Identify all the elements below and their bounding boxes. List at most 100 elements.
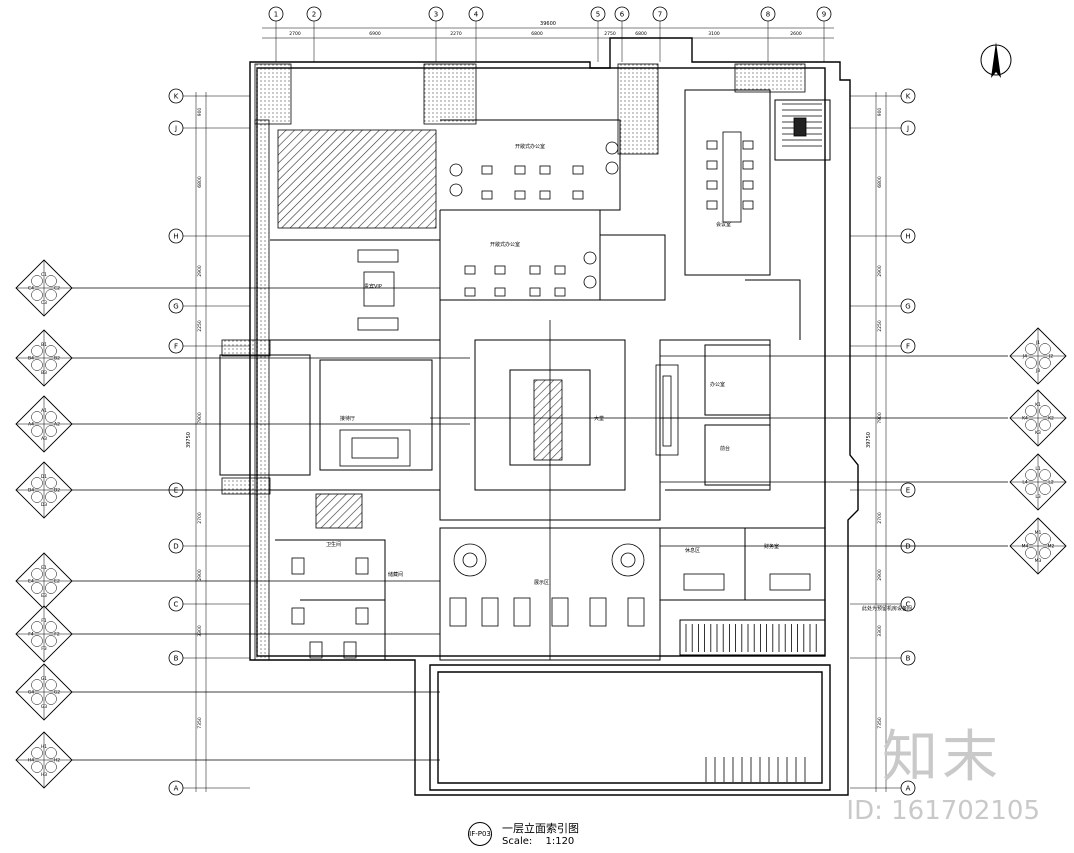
grid-label-top: 1 <box>274 11 278 19</box>
grid-label-side: C <box>906 601 911 609</box>
dim-top: 6800 <box>635 31 647 37</box>
index-tag-label: M2 <box>1048 544 1055 550</box>
index-tag-label: C1 <box>41 272 47 278</box>
grid-label-top: 8 <box>766 11 770 19</box>
grid-label-side: E <box>174 487 178 495</box>
grid-label-side: D <box>173 543 178 551</box>
index-tag-label: K2 <box>1048 416 1054 422</box>
grid-label-side: J <box>174 125 177 133</box>
index-tag-label: H3 <box>41 772 47 778</box>
index-tag-label: F1 <box>41 618 47 624</box>
index-tag-label: M1 <box>1035 530 1042 536</box>
dim-side: 2250 <box>877 320 883 332</box>
index-tag-label: G4 <box>28 690 34 696</box>
index-tag-label: C3 <box>41 300 47 306</box>
index-tag-label: L1 <box>1035 466 1041 472</box>
index-tag-label: B2 <box>54 356 60 362</box>
index-tag-label: H2 <box>54 758 60 764</box>
grid-label-side: B <box>174 655 179 663</box>
north-arrow-icon <box>980 42 1012 78</box>
grid-label-top: 4 <box>474 11 479 19</box>
grid-label-top: 5 <box>596 11 600 19</box>
room-label-lounge: 休息区 <box>685 547 700 554</box>
index-tag-label: B4 <box>28 356 34 362</box>
hatched-zones <box>277 129 563 529</box>
index-tag-label: A4 <box>28 422 34 428</box>
index-tag-label: J4 <box>1022 354 1027 360</box>
index-tag-label: D4 <box>28 488 34 494</box>
dim-total-top: 39600 <box>540 21 556 27</box>
dim-side: 7350 <box>877 717 883 729</box>
drawing-title-block: IF-P03 一层立面索引图 Scale: 1:120 <box>468 818 668 852</box>
grid-label-side: H <box>173 233 178 241</box>
dim-top: 2600 <box>790 31 802 37</box>
watermark-logo: 知末 <box>882 725 1002 790</box>
grid-label-side: E <box>906 487 910 495</box>
grid-label-side: G <box>173 303 178 311</box>
index-tag-label: G3 <box>41 704 47 710</box>
dim-side: 7900 <box>197 412 203 424</box>
scale-value: 1:120 <box>545 836 575 847</box>
index-tag-label: J1 <box>1035 340 1040 346</box>
dim-top: 6900 <box>369 31 381 37</box>
dim-side: 2900 <box>197 569 203 581</box>
index-tag-label: L3 <box>1035 494 1041 500</box>
dim-side: 7350 <box>197 717 203 729</box>
grid-label-top: 7 <box>658 11 662 19</box>
dim-side: 2900 <box>877 569 883 581</box>
grid-label-side: K <box>906 93 911 101</box>
grid-label-top: 2 <box>312 11 316 19</box>
grid-label-side: A <box>906 785 911 793</box>
dim-top: 2700 <box>289 31 301 37</box>
room-label-finance: 财务室 <box>764 543 779 550</box>
note-right: 此处为预留机房设备间 <box>862 605 912 612</box>
index-tag-label: E3 <box>41 593 47 599</box>
index-tag-label: L4 <box>1022 480 1028 486</box>
index-tag-label: J3 <box>1035 368 1040 374</box>
grid-label-side: H <box>905 233 910 241</box>
dim-side: 2900 <box>877 265 883 277</box>
elevation-index-tags-left: C1C2C3C4B1B2B3B4A1A2A3A4D1D2D3D4E1E2E3E4… <box>15 259 73 789</box>
dim-top: 6800 <box>531 31 543 37</box>
index-tag-label: D3 <box>41 502 47 508</box>
index-tag-label: M3 <box>1035 558 1042 564</box>
index-tag-label: K3 <box>1035 430 1041 436</box>
room-labels: 开敞式办公室 开敞式办公室 会议室 贵宾VIP 大堂 接待厅 展示区 休息区 卫… <box>326 143 779 586</box>
dim-top: 2270 <box>450 31 462 37</box>
scale-label: Scale: <box>502 836 533 847</box>
index-tag-label: H4 <box>28 758 34 764</box>
grid-label-side: F <box>906 343 910 351</box>
dim-side: 2900 <box>197 265 203 277</box>
grid-label-top: 6 <box>620 11 625 19</box>
dim-side: 2700 <box>197 512 203 524</box>
index-leader-lines <box>68 287 1008 761</box>
dim-side: 900 <box>877 108 883 117</box>
index-tag-label: A3 <box>41 436 47 442</box>
room-label-toilet: 卫生间 <box>326 541 341 548</box>
room-label-exhibit: 展示区 <box>534 580 549 586</box>
grid-label-top: 3 <box>434 11 438 19</box>
grid-label-side: J <box>906 125 909 133</box>
watermark-id: ID: 161702105 <box>846 796 1040 826</box>
index-tag-label: B1 <box>41 342 47 348</box>
index-tag-label: B3 <box>41 370 47 376</box>
grid-label-side: K <box>174 93 179 101</box>
index-tag-label: D1 <box>41 474 47 480</box>
grid-label-side: C <box>174 601 179 609</box>
grid-label-top: 9 <box>822 11 826 19</box>
index-tag-label: D2 <box>54 488 60 494</box>
grid-label-side: B <box>906 655 911 663</box>
index-tag-label: J2 <box>1048 354 1053 360</box>
dim-top: 3100 <box>708 31 720 37</box>
grid-label-side: D <box>905 543 910 551</box>
